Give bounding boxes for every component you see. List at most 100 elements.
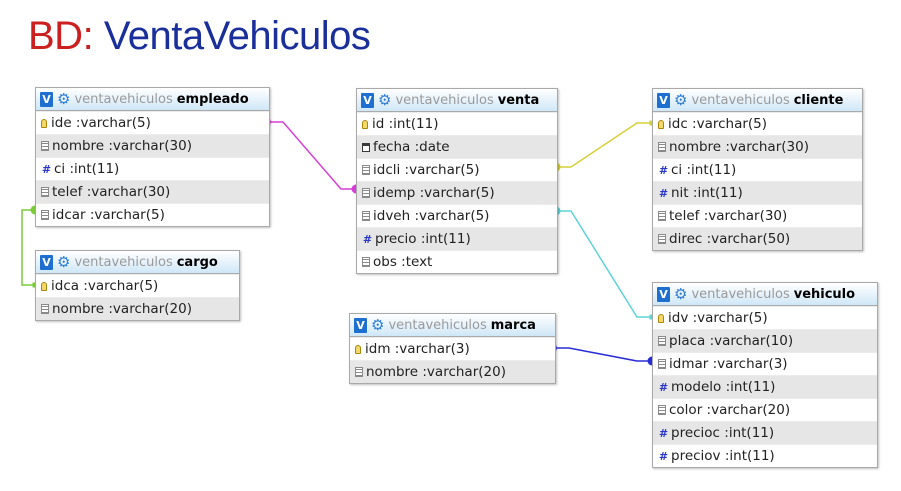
text-icon (658, 359, 666, 369)
column-row[interactable]: idm :varchar(3) (350, 337, 555, 360)
column-label: idcar :varchar(5) (52, 207, 165, 223)
column-label: idm :varchar(3) (365, 341, 470, 357)
key-icon (41, 118, 47, 128)
column-label: nombre :varchar(30) (669, 139, 809, 155)
column-row[interactable]: #modelo :int(11) (653, 375, 877, 398)
column-label: telef :varchar(30) (52, 184, 171, 200)
gear-icon[interactable]: ⚙ (57, 252, 71, 271)
column-label: nombre :varchar(20) (366, 364, 506, 380)
column-row[interactable]: placa :varchar(10) (653, 329, 877, 352)
relation-line-vehiculo-venta (556, 210, 652, 318)
table-name: cliente (793, 92, 844, 108)
relation-line-cargo-empleado (21, 209, 35, 286)
column-row[interactable]: nombre :varchar(30) (36, 134, 269, 157)
key-icon (658, 119, 664, 129)
column-row[interactable]: #precio :int(11) (357, 227, 557, 250)
collapse-toggle-icon[interactable]: V (354, 317, 367, 333)
column-row[interactable]: direc :varchar(50) (653, 227, 862, 250)
column-label: id :int(11) (372, 116, 439, 132)
collapse-toggle-icon[interactable]: V (657, 92, 670, 108)
column-label: obs :text (373, 254, 433, 270)
table-name: cargo (176, 254, 218, 270)
column-label: nit :int(11) (671, 185, 743, 201)
column-row[interactable]: nombre :varchar(20) (350, 360, 555, 383)
column-row[interactable]: #preciov :int(11) (653, 444, 877, 467)
column-label: placa :varchar(10) (669, 333, 794, 349)
column-label: idc :varchar(5) (668, 116, 768, 132)
collapse-toggle-icon[interactable]: V (40, 254, 53, 270)
text-icon (362, 211, 370, 221)
database-name: ventavehiculos (74, 91, 173, 107)
column-row[interactable]: idemp :varchar(5) (357, 181, 557, 204)
column-label: modelo :int(11) (671, 379, 776, 395)
column-row[interactable]: idveh :varchar(5) (357, 204, 557, 227)
column-row[interactable]: idcar :varchar(5) (36, 203, 269, 226)
database-name: ventavehiculos (388, 317, 487, 333)
column-row[interactable]: id :int(11) (357, 112, 557, 135)
relation-line-empleado-venta (268, 121, 356, 190)
column-label: ci :int(11) (54, 161, 120, 177)
column-row[interactable]: nombre :varchar(20) (36, 297, 239, 320)
key-icon (362, 119, 368, 129)
number-icon: # (658, 163, 669, 177)
table-name: marca (490, 317, 536, 333)
table-name: empleado (176, 91, 249, 107)
column-label: nombre :varchar(20) (52, 301, 192, 317)
diagram-title: BD: VentaVehiculos (28, 14, 371, 59)
collapse-toggle-icon[interactable]: V (361, 92, 374, 108)
key-icon (41, 281, 47, 291)
text-icon (41, 141, 49, 151)
gear-icon[interactable]: ⚙ (674, 284, 688, 303)
column-row[interactable]: idcli :varchar(5) (357, 158, 557, 181)
text-icon (362, 165, 370, 175)
column-row[interactable]: #ci :int(11) (36, 157, 269, 180)
date-icon (362, 142, 370, 152)
relation-line-marca-vehiculo (554, 347, 652, 362)
column-label: precioc :int(11) (671, 425, 775, 441)
gear-icon[interactable]: ⚙ (674, 90, 688, 109)
column-label: fecha :date (373, 139, 450, 155)
text-icon (41, 187, 49, 197)
column-row[interactable]: color :varchar(20) (653, 398, 877, 421)
gear-icon[interactable]: ⚙ (57, 89, 71, 108)
column-row[interactable]: obs :text (357, 250, 557, 273)
text-icon (362, 188, 370, 198)
column-row[interactable]: #nit :int(11) (653, 181, 862, 204)
column-row[interactable]: #ci :int(11) (653, 158, 862, 181)
column-row[interactable]: idmar :varchar(3) (653, 352, 877, 375)
gear-icon[interactable]: ⚙ (378, 90, 392, 109)
column-row[interactable]: idv :varchar(5) (653, 306, 877, 329)
text-icon (658, 336, 666, 346)
database-name: ventavehiculos (691, 92, 790, 108)
collapse-toggle-icon[interactable]: V (657, 286, 670, 302)
column-row[interactable]: #precioc :int(11) (653, 421, 877, 444)
gear-icon[interactable]: ⚙ (371, 315, 385, 334)
column-label: precio :int(11) (375, 231, 471, 247)
title-database-name: VentaVehiculos (103, 14, 371, 58)
column-row[interactable]: telef :varchar(30) (653, 204, 862, 227)
number-icon: # (658, 380, 669, 394)
column-row[interactable]: nombre :varchar(30) (653, 135, 862, 158)
column-row[interactable]: telef :varchar(30) (36, 180, 269, 203)
column-row[interactable]: ide :varchar(5) (36, 111, 269, 134)
key-icon (658, 313, 664, 323)
collapse-toggle-icon[interactable]: V (40, 91, 53, 107)
column-row[interactable]: idca :varchar(5) (36, 274, 239, 297)
text-icon (658, 234, 666, 244)
column-label: idmar :varchar(3) (669, 356, 788, 372)
column-row[interactable]: idc :varchar(5) (653, 112, 862, 135)
column-row[interactable]: fecha :date (357, 135, 557, 158)
number-icon: # (658, 449, 669, 463)
